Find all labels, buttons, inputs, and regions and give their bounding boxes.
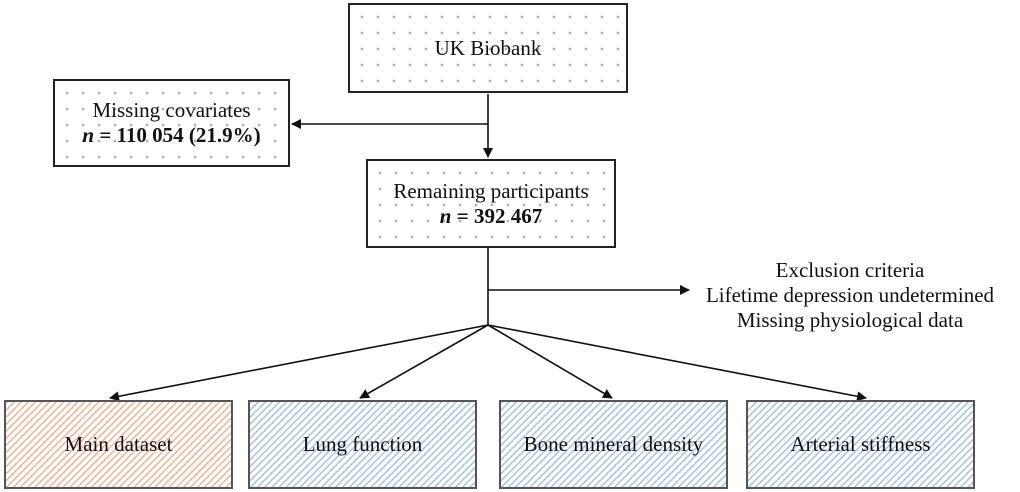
node-main-dataset: Main dataset (4, 400, 233, 489)
node-remaining-participants: Remaining participants n = 392 467 (366, 159, 616, 248)
exclusion-item-depression: Lifetime depression undetermined (705, 283, 995, 307)
node-uk-biobank: UK Biobank (348, 3, 628, 93)
arrow-to-arterial-stiffness (487, 324, 867, 402)
node-lung-function: Lung function (248, 400, 477, 489)
node-remaining-count: n = 392 467 (439, 203, 543, 228)
node-missing-covariates-label: Missing covariates (92, 98, 251, 122)
arrow-to-lung-function (359, 324, 489, 399)
node-remaining-label: Remaining participants (393, 178, 589, 203)
node-uk-biobank-label: UK Biobank (434, 35, 542, 60)
node-lung-function-label: Lung function (302, 432, 423, 456)
node-arterial-stiffness-label: Arterial stiffness (790, 432, 931, 456)
arrow-to-bone-density (487, 324, 613, 399)
node-bone-mineral-density: Bone mineral density (499, 400, 728, 489)
node-missing-covariates-count: n = 110 054 (21.9%) (82, 123, 261, 147)
exclusion-criteria-text: Exclusion criteria Lifetime depression u… (700, 258, 1000, 333)
exclusion-item-physiological: Missing physiological data (736, 308, 964, 332)
node-bone-density-label: Bone mineral density (523, 432, 704, 456)
arrow-to-main-dataset (109, 324, 489, 402)
node-main-dataset-label: Main dataset (64, 432, 173, 456)
node-missing-covariates: Missing covariates n = 110 054 (21.9%) (53, 79, 290, 167)
node-arterial-stiffness: Arterial stiffness (746, 400, 975, 489)
exclusion-title: Exclusion criteria (775, 258, 925, 282)
